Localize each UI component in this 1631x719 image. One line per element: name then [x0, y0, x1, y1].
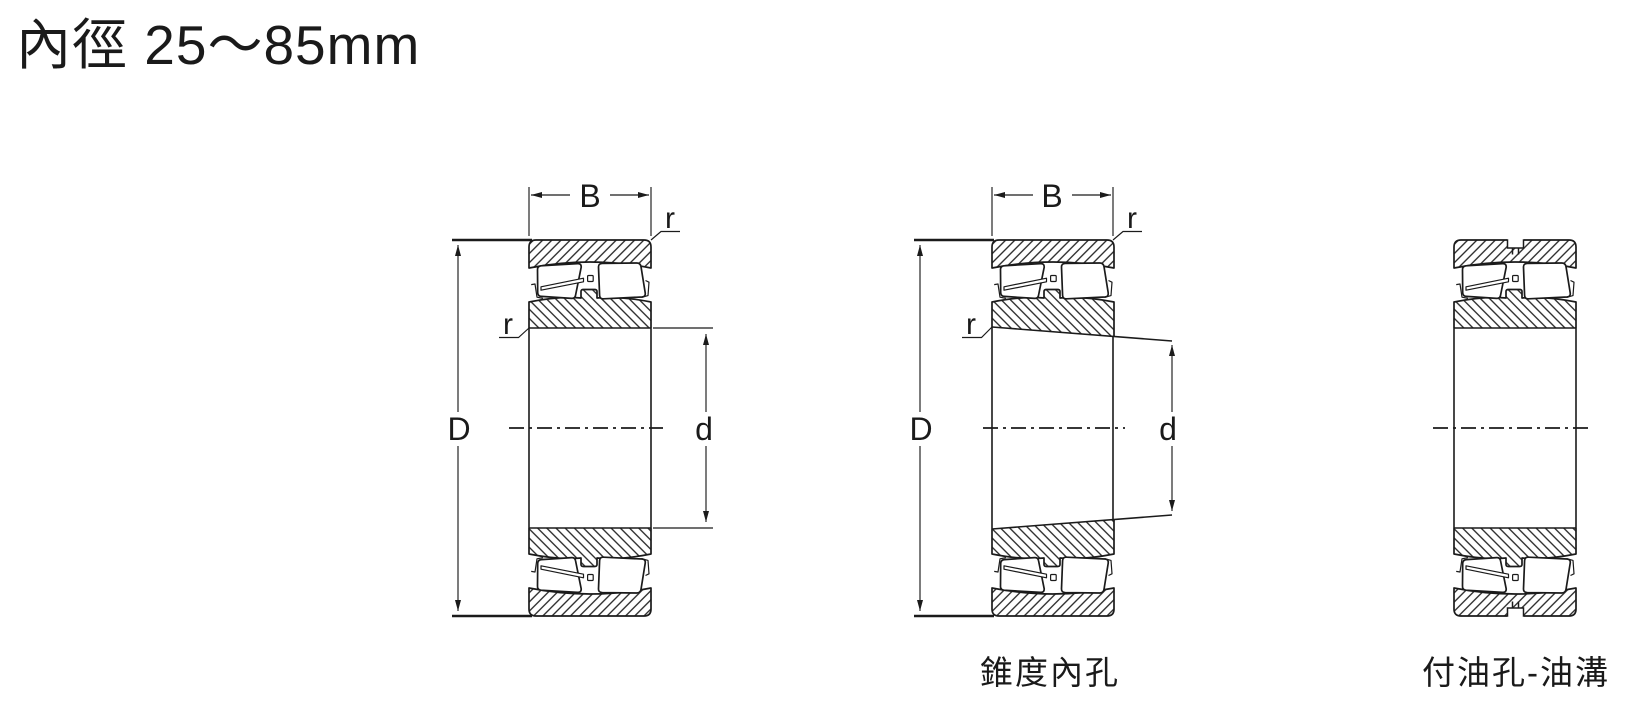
page-title: 內徑 25～85mm [16, 14, 420, 76]
bore-diameter-dimension-d: d [1159, 345, 1177, 511]
roller-right [1060, 556, 1110, 594]
caption-tapered-bore: 錐度內孔 [980, 654, 1120, 691]
cage-hook-left [994, 283, 1007, 299]
cage-hook-left [1456, 283, 1469, 299]
roller-right [597, 556, 647, 594]
dim-label-d: d [1159, 411, 1177, 447]
cage-hook-right [641, 279, 650, 298]
dim-label-r: r [665, 202, 675, 235]
bearing-half [528, 239, 652, 328]
bearing-half-section [1453, 239, 1577, 328]
outer-ring-section [1453, 587, 1577, 617]
chamfer-label-top-right: r [650, 202, 680, 241]
outer-diameter-dimension-D: D [909, 238, 994, 618]
cage-bar [1465, 277, 1510, 291]
cage-center-tab [1511, 573, 1519, 582]
outer-ring-section [991, 587, 1115, 617]
dim-label-B: B [1041, 178, 1062, 214]
bearing-half-section [991, 519, 1115, 617]
bearing-standard-figure: B r r D d [447, 178, 713, 618]
width-dimension-B: B [528, 178, 652, 236]
outer-ring-section [1453, 239, 1577, 269]
cage-hook-left [531, 557, 544, 573]
roller-left [999, 262, 1046, 300]
cage-center-tab [586, 274, 594, 283]
bearing-half [991, 239, 1115, 337]
dim-label-d: d [695, 411, 713, 447]
cage-hook-right [1104, 279, 1113, 298]
roller-left [536, 556, 583, 594]
caption-oil-hole-groove: 付油孔-油溝 [1422, 654, 1610, 691]
bearing-half-section [528, 528, 652, 617]
cage-center-tab [586, 573, 594, 582]
outer-ring-section [991, 239, 1115, 269]
bore-diameter-dimension-d: d [653, 327, 713, 529]
roller-right [597, 262, 647, 300]
roller-right [1060, 262, 1110, 300]
outer-ring-section [528, 239, 652, 269]
cage-center-tab [1511, 274, 1519, 283]
dim-label-D: D [447, 411, 470, 447]
chamfer-label-top-right: r [1112, 202, 1142, 241]
cage-bar [540, 565, 585, 579]
roller-left [999, 556, 1046, 594]
bearing-half [991, 519, 1115, 617]
bearing-tapered-figure: B r r D d 錐度內孔 [909, 178, 1176, 691]
dim-label-r: r [966, 308, 976, 341]
roller-left [1461, 262, 1508, 300]
oil-groove-bottom [1506, 601, 1525, 620]
cage-bar [1003, 277, 1048, 291]
dim-label-r: r [503, 308, 513, 341]
bearing-oil-groove-figure: 付油孔-油溝 [1422, 236, 1610, 691]
cage-hook-left [994, 557, 1007, 573]
roller-right [1522, 556, 1572, 594]
roller-left [1461, 556, 1508, 594]
roller-left [536, 262, 583, 300]
bearing-half-section [528, 239, 652, 328]
chamfer-label-mid-left: r [962, 308, 993, 341]
roller-right [1522, 262, 1572, 300]
dim-label-D: D [909, 411, 932, 447]
cage-bar [1003, 565, 1048, 579]
bearing-half [1453, 239, 1577, 328]
oil-groove-top [1506, 236, 1525, 255]
cage-center-tab [1049, 274, 1057, 283]
outer-ring-section [528, 587, 652, 617]
cage-hook-left [1456, 557, 1469, 573]
width-dimension-B: B [991, 178, 1114, 236]
cage-hook-right [1566, 558, 1575, 577]
bearing-half-section [991, 239, 1115, 337]
cage-bar [540, 277, 585, 291]
cage-hook-right [1566, 279, 1575, 298]
chamfer-label-mid-left: r [499, 308, 530, 341]
cage-hook-right [641, 558, 650, 577]
cage-center-tab [1049, 573, 1057, 582]
bearing-half-section [1453, 528, 1577, 617]
cage-hook-right [1104, 558, 1113, 577]
bearing-half [528, 528, 652, 617]
outer-diameter-dimension-D: D [447, 238, 532, 618]
bearing-half [1453, 528, 1577, 617]
cage-bar [1465, 565, 1510, 579]
dim-label-B: B [579, 178, 600, 214]
dim-label-r: r [1127, 202, 1137, 235]
cage-hook-left [531, 283, 544, 299]
